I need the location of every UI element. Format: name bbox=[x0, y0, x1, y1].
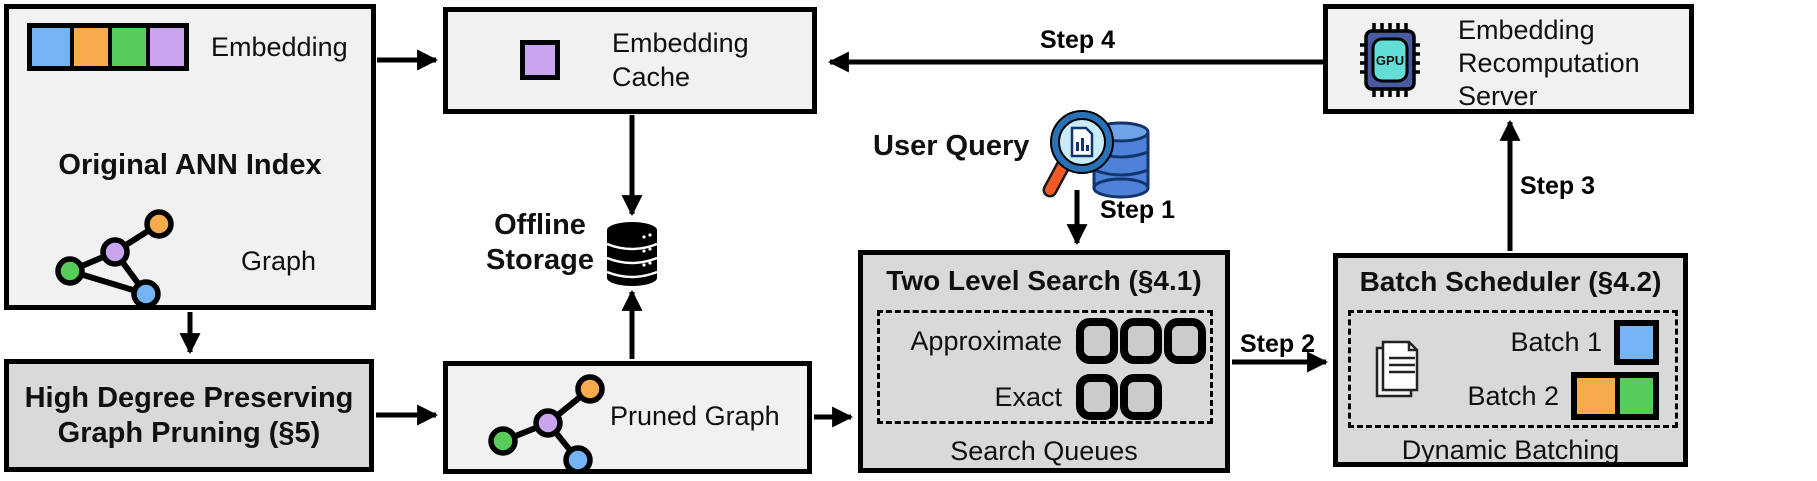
queue-slot bbox=[1120, 318, 1162, 364]
embedding-cache-label: Embedding Cache bbox=[612, 28, 749, 92]
embedding-cell-orange bbox=[70, 28, 108, 66]
gpu-chip-text: GPU bbox=[1376, 53, 1404, 68]
step-1-label: Step 1 bbox=[1100, 196, 1176, 224]
embedding-cache-box: Embedding Cache bbox=[443, 7, 817, 114]
dynamic-batching-panel: Batch 1 Batch 2 bbox=[1348, 310, 1678, 428]
batch-2-cell-orange bbox=[1577, 378, 1615, 414]
search-queues-label: Search Queues bbox=[950, 436, 1138, 466]
graph-label: Graph bbox=[241, 246, 317, 276]
gpu-chip-icon: GPU bbox=[1360, 23, 1420, 97]
approximate-label: Approximate bbox=[910, 325, 1062, 356]
offline-storage-database-icon bbox=[606, 222, 658, 286]
embedding-cell-purple bbox=[146, 28, 184, 66]
batch-2-row: Batch 2 bbox=[1427, 372, 1659, 420]
batch-scheduler-title: Batch Scheduler (§4.2) bbox=[1359, 266, 1662, 297]
queue-slot bbox=[1076, 318, 1118, 364]
batch-1-row: Batch 1 bbox=[1427, 319, 1659, 365]
documents-icon bbox=[1375, 340, 1419, 398]
user-query-label: User Query bbox=[873, 130, 1030, 162]
graph-pruning-label: High Degree Preserving Graph Pruning (§5… bbox=[24, 381, 354, 449]
recomputation-server-box: GPU Embedding Recomputation Server bbox=[1323, 4, 1694, 114]
queue-slot bbox=[1120, 374, 1162, 420]
graph-pruning-box: High Degree Preserving Graph Pruning (§5… bbox=[4, 359, 374, 472]
step-2-label: Step 2 bbox=[1240, 330, 1316, 358]
exact-label: Exact bbox=[994, 381, 1062, 412]
embedding-cell-blue bbox=[32, 28, 70, 66]
embedding-vector-icon bbox=[27, 23, 189, 71]
dynamic-batching-label: Dynamic Batching bbox=[1401, 435, 1620, 465]
two-level-search-box: Two Level Search (§4.1) Approximate Exac… bbox=[858, 250, 1230, 473]
step-3-label: Step 3 bbox=[1520, 172, 1596, 200]
batch-1-label: Batch 1 bbox=[1510, 326, 1602, 357]
batch-2-cell-green bbox=[1615, 378, 1653, 414]
search-queues-panel: Approximate Exact bbox=[877, 310, 1213, 424]
pruned-graph-box: Pruned Graph bbox=[443, 361, 812, 474]
step-4-label: Step 4 bbox=[1040, 26, 1116, 54]
embedding-label: Embedding bbox=[211, 32, 348, 62]
offline-storage-label: Offline Storage bbox=[486, 209, 594, 276]
batch-scheduler-box: Batch Scheduler (§4.2) Batch 1 Batch 2 bbox=[1333, 253, 1688, 467]
pruned-graph-label: Pruned Graph bbox=[610, 401, 780, 431]
recomputation-server-label: Embedding Recomputation Server bbox=[1458, 15, 1640, 111]
approximate-queue-slots bbox=[1076, 318, 1206, 364]
queue-slot bbox=[1164, 318, 1206, 364]
original-ann-index-title: Original ANN Index bbox=[58, 149, 322, 181]
original-ann-index-box: Embedding Original ANN Index Graph bbox=[4, 4, 376, 310]
embedding-cell-green bbox=[108, 28, 146, 66]
cached-embedding-icon bbox=[520, 40, 560, 80]
approximate-queue-row: Approximate bbox=[880, 313, 1210, 369]
exact-queue-slots bbox=[1076, 374, 1162, 420]
two-level-search-title: Two Level Search (§4.1) bbox=[886, 265, 1202, 296]
batch-2-label: Batch 2 bbox=[1467, 380, 1559, 411]
pruned-graph-icon bbox=[488, 374, 605, 472]
batch-1-embedding-icon bbox=[1614, 319, 1659, 365]
exact-queue-row: Exact bbox=[880, 369, 1210, 425]
batch-2-embeddings-icon bbox=[1571, 372, 1659, 420]
queue-slot bbox=[1076, 374, 1118, 420]
user-query-search-database-icon bbox=[1042, 110, 1150, 199]
ann-graph-icon bbox=[55, 209, 174, 309]
